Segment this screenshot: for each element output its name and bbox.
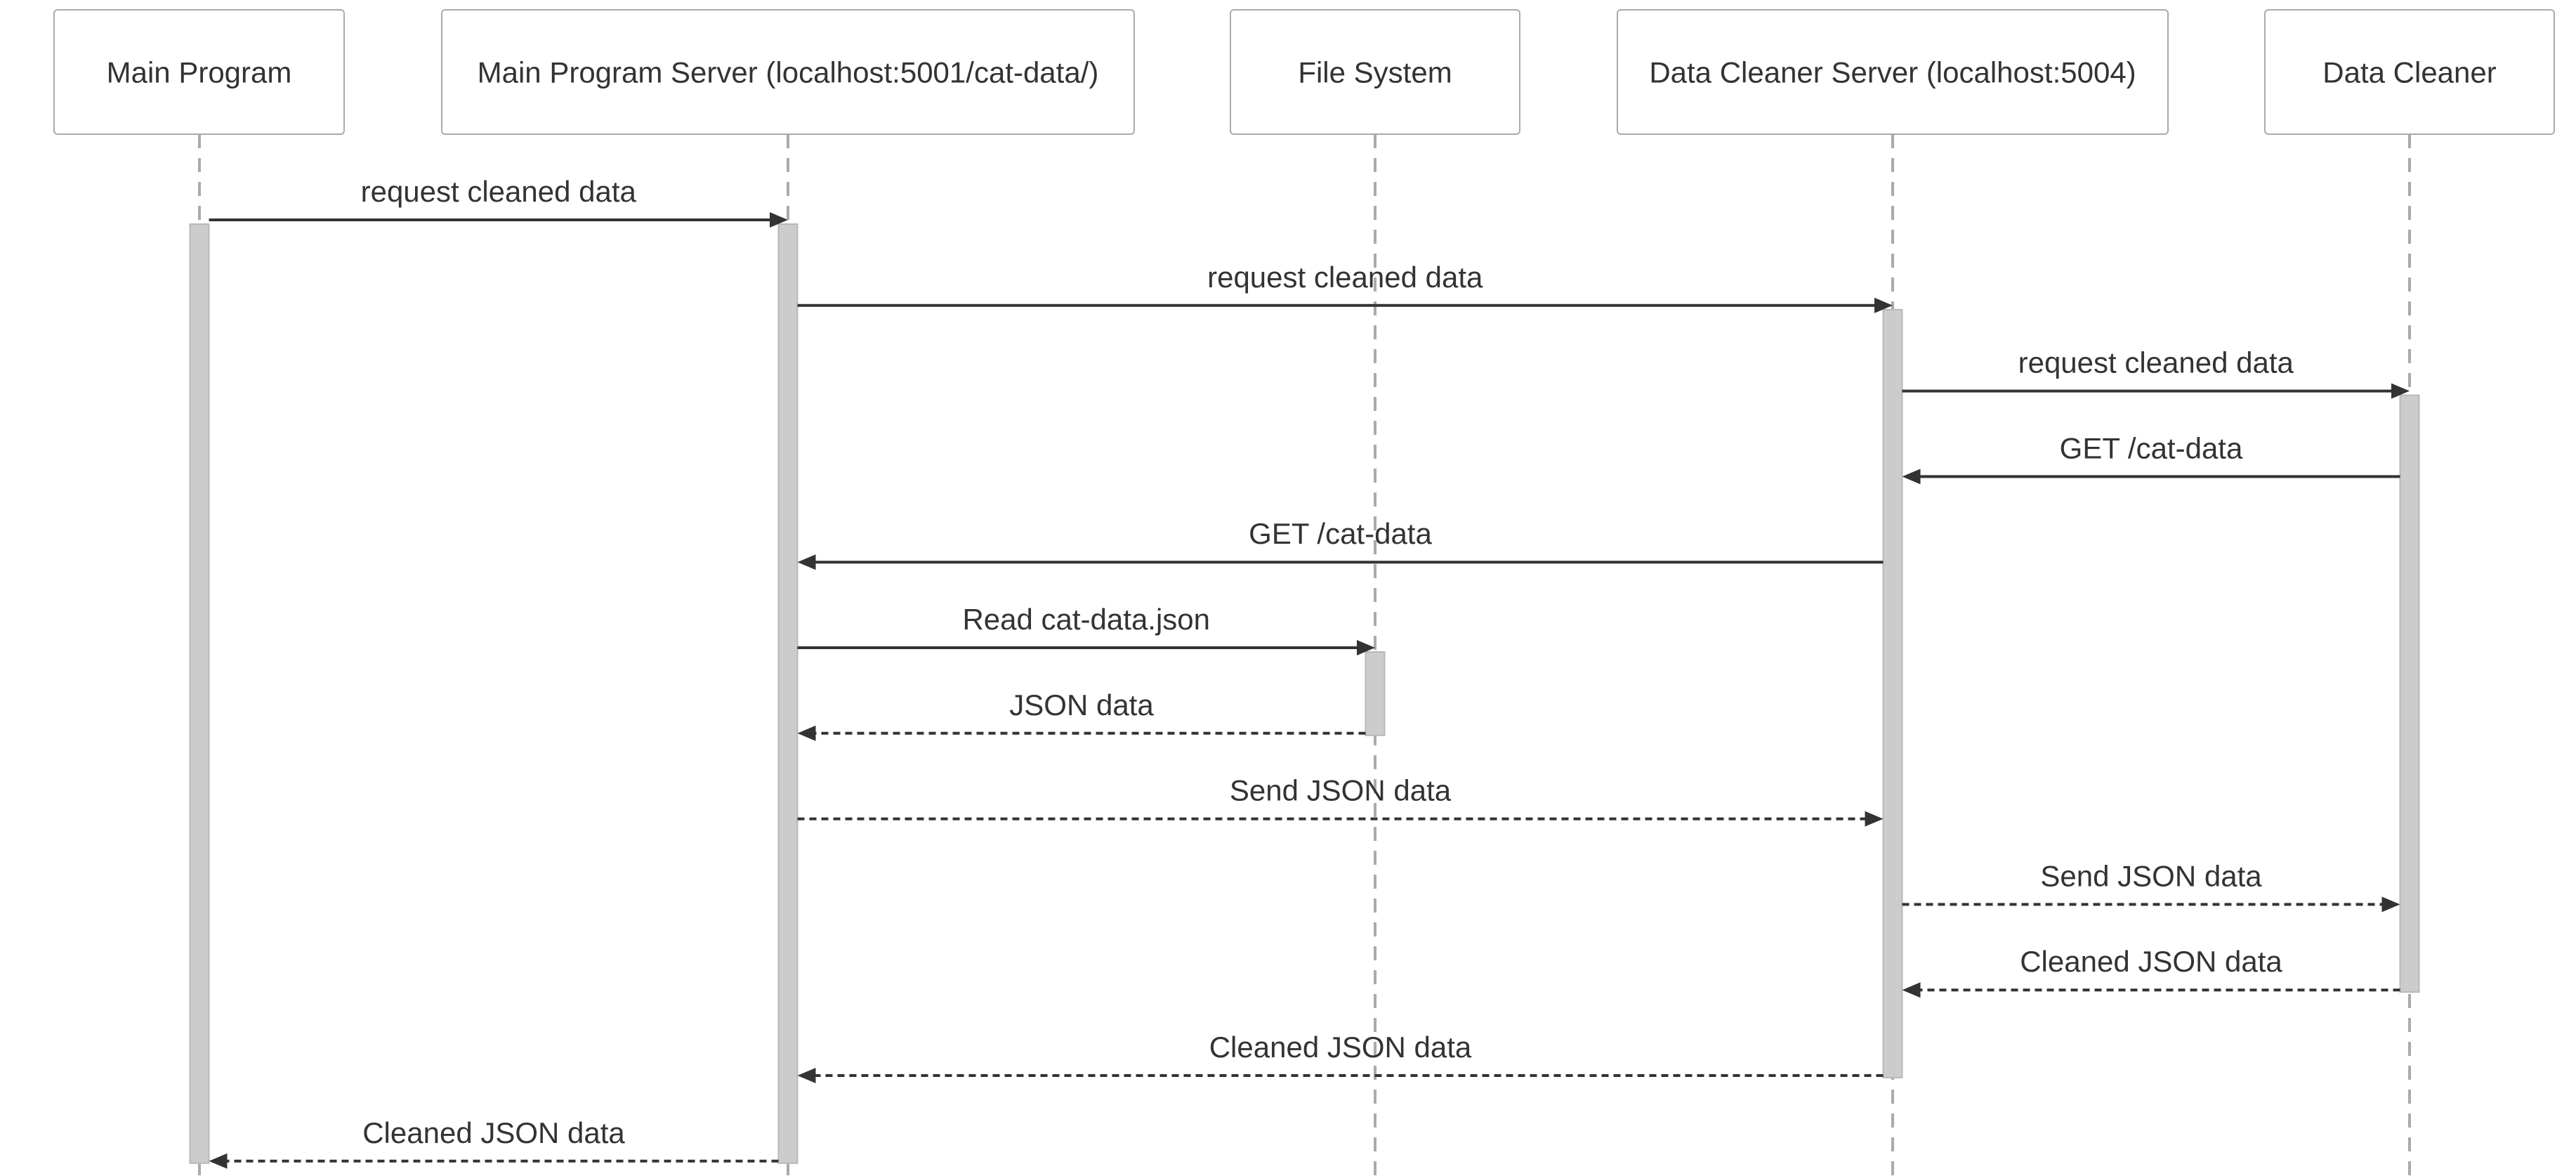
message-1: request cleaned data xyxy=(209,175,788,228)
participant-file-system: File System xyxy=(1230,9,1520,135)
participant-label: Main Program Server (localhost:5001/cat-… xyxy=(478,56,1099,89)
arrowhead-icon xyxy=(1902,982,1921,998)
participant-main-program-server: Main Program Server (localhost:5001/cat-… xyxy=(441,9,1135,135)
activation-bar-data-cleaner xyxy=(2399,394,2420,993)
message-2: request cleaned data xyxy=(797,261,1893,313)
message-label: request cleaned data xyxy=(2018,346,2294,379)
arrowhead-icon xyxy=(797,554,816,570)
message-label: Cleaned JSON data xyxy=(2020,945,2282,978)
message-7: JSON data xyxy=(797,688,1366,741)
message-6: Read cat-data.json xyxy=(797,603,1375,655)
participant-box xyxy=(1617,9,2169,135)
message-label: request cleaned data xyxy=(361,175,637,208)
activation-bar-data-cleaner-server xyxy=(1882,308,1903,1078)
participant-box xyxy=(2264,9,2555,135)
message-label: Send JSON data xyxy=(2040,859,2262,892)
message-label: Read cat-data.json xyxy=(962,603,1210,636)
message-label: Send JSON data xyxy=(1230,774,1452,807)
arrowhead-icon xyxy=(2391,383,2410,399)
message-label: JSON data xyxy=(1009,688,1154,721)
activation-bar-main-program xyxy=(189,223,210,1164)
participant-label: Data Cleaner Server (localhost:5004) xyxy=(1649,56,2136,89)
participant-box xyxy=(441,9,1135,135)
message-label: GET /cat-data xyxy=(1249,517,1432,550)
arrowhead-icon xyxy=(1874,297,1893,313)
arrowhead-icon xyxy=(797,725,816,741)
message-11: Cleaned JSON data xyxy=(797,1031,1884,1083)
activation-bar-main-program-server xyxy=(777,223,799,1164)
message-12: Cleaned JSON data xyxy=(209,1116,779,1169)
arrowhead-icon xyxy=(797,1068,816,1083)
arrowhead-icon xyxy=(209,1153,228,1169)
arrowhead-icon xyxy=(2381,896,2400,913)
messages: request cleaned data request cleaned data… xyxy=(209,175,2410,1169)
activation-bar-file-system xyxy=(1365,651,1386,736)
participants: Main Program Main Program Server (localho… xyxy=(53,9,2555,135)
message-9: Send JSON data xyxy=(1902,859,2400,913)
participant-data-cleaner-server: Data Cleaner Server (localhost:5004) xyxy=(1617,9,2169,135)
message-label: request cleaned data xyxy=(1207,261,1483,294)
message-3: request cleaned data xyxy=(1902,346,2410,399)
message-label: GET /cat-data xyxy=(2060,431,2243,464)
participant-label: Main Program xyxy=(107,56,292,89)
arrowhead-icon xyxy=(770,212,788,228)
arrowhead-icon xyxy=(1865,811,1884,827)
message-label: Cleaned JSON data xyxy=(1209,1031,1472,1064)
participant-label: File System xyxy=(1298,56,1452,89)
participant-label: Data Cleaner xyxy=(2322,56,2496,89)
participant-box xyxy=(1230,9,1520,135)
participant-data-cleaner: Data Cleaner xyxy=(2264,9,2555,135)
message-10: Cleaned JSON data xyxy=(1902,945,2400,998)
participant-box xyxy=(53,9,345,135)
message-5: GET /cat-data xyxy=(797,517,1884,570)
arrowhead-icon xyxy=(1902,469,1921,485)
activation-bars xyxy=(189,223,2420,1164)
participant-main-program: Main Program xyxy=(53,9,345,135)
message-4: GET /cat-data xyxy=(1902,431,2400,485)
arrowhead-icon xyxy=(1357,640,1375,655)
message-label: Cleaned JSON data xyxy=(362,1116,625,1149)
message-8: Send JSON data xyxy=(797,774,1884,827)
